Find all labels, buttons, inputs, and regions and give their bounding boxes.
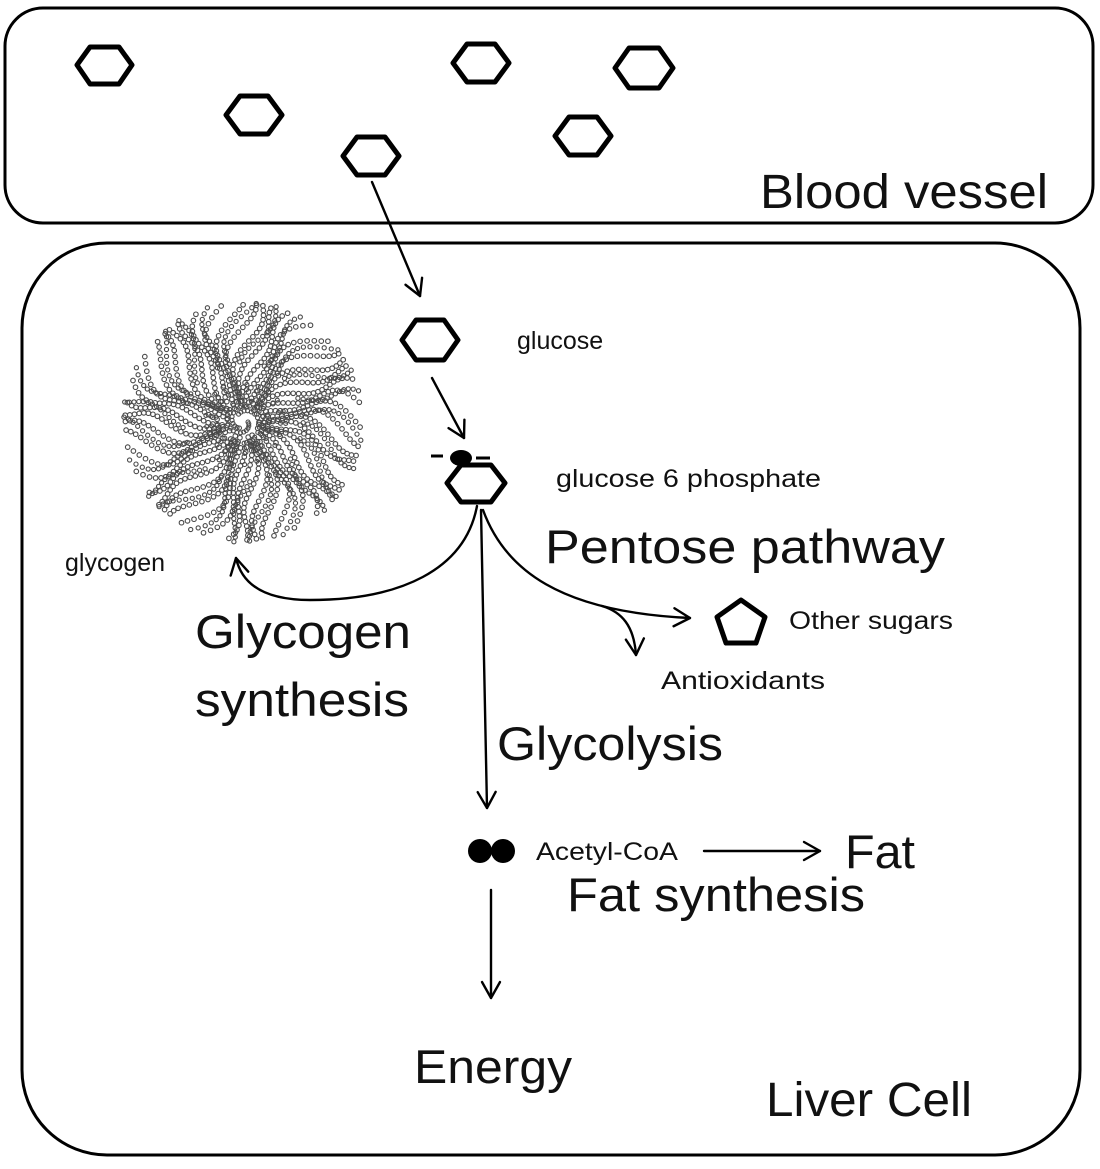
other-sugars-pentagon	[714, 597, 768, 646]
glucose-6-phosphate-molecule	[431, 450, 508, 505]
phosphate-group-icon	[450, 450, 472, 466]
blood-glucose-hexagon	[552, 114, 614, 158]
blood-glucose-hexagon	[223, 93, 285, 137]
glycolysis-label: Glycolysis	[497, 717, 723, 770]
arrow-blood-to-cell	[370, 180, 424, 298]
glycogen-synthesis-label-line1: Glycogen	[195, 605, 411, 658]
acetyl-coa-molecule	[468, 839, 515, 863]
liver-cell-label: Liver Cell	[766, 1074, 972, 1127]
other-sugars-label: Other sugars	[789, 607, 953, 635]
blood-vessel-label: Blood vessel	[760, 166, 1048, 219]
fat-label: Fat	[845, 825, 915, 878]
glucose-hexagon	[399, 317, 461, 363]
acetyl-coa-dot-icon	[468, 839, 492, 863]
glycogen-label: glycogen	[65, 549, 165, 577]
fat-synthesis-label: Fat synthesis	[567, 868, 865, 921]
acetyl-coa-label: Acetyl-CoA	[536, 838, 678, 866]
blood-glucose-hexagon	[612, 45, 676, 91]
pentose-pathway-label: Pentose pathway	[545, 520, 946, 573]
glycogen-granule	[121, 300, 364, 545]
energy-label: Energy	[414, 1040, 573, 1093]
glucose-6-phosphate-hexagon	[444, 462, 508, 505]
blood-glucose-hexagon	[74, 44, 135, 87]
arrow-glycolysis	[476, 508, 497, 810]
blood-glucose-hexagon	[450, 41, 512, 85]
arrow-glucose-to-g6p	[430, 376, 466, 440]
glucose-label: glucose	[517, 327, 603, 355]
blood-vessel-compartment	[3, 6, 1095, 225]
arrow-glycogen-synthesis	[229, 504, 479, 602]
glycogen-synthesis-label-line2: synthesis	[195, 673, 409, 726]
arrow-antioxidants-branch	[600, 604, 646, 657]
blood-glucose-hexagon	[340, 134, 402, 178]
antioxidants-label: Antioxidants	[661, 667, 825, 695]
arrow-pentose-pathway	[481, 508, 692, 628]
acetyl-coa-dot-icon	[491, 839, 515, 863]
glucose-6-phosphate-label: glucose 6 phosphate	[556, 465, 821, 493]
liver-cell-compartment	[20, 241, 1082, 1157]
blood-glucose-molecules	[74, 41, 676, 178]
